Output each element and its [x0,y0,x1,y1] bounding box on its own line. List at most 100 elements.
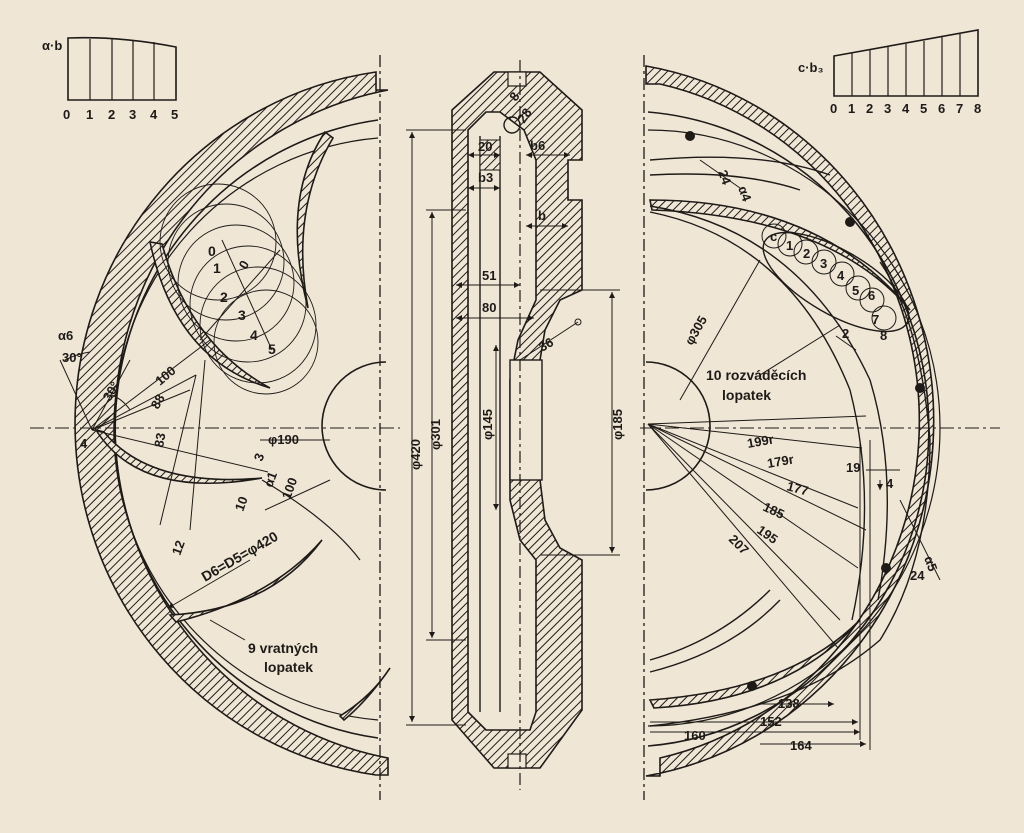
return-vanes-label-line1: 9 vratných [248,640,318,656]
dim-88: 88 [148,391,168,411]
dim-10: 10 [232,494,251,513]
return-vane [338,667,391,722]
diam-145: φ145 [480,409,495,440]
angle-alpha4: α4 [735,184,755,204]
left-casing [74,71,389,776]
left-scale-label: α·b [42,38,62,53]
bolt-icon [915,383,925,393]
dim-100b: 100 [279,476,301,502]
right-scale-tick: 7 [956,101,963,116]
dim-12: 12 [169,538,188,557]
vane-index: 2 [220,289,228,305]
dim-83: 83 [151,432,168,449]
section-view: 8 28 20 b6 b3 b 51 80 36 φ145 φ185 φ301 … [406,60,625,790]
dim-164: 164 [790,738,812,753]
dim-160: 160 [684,728,706,743]
dim-24: 24 [715,168,734,187]
right-view: c 1 2 3 4 5 6 7 8 [640,55,1000,800]
left-dimension-rays [59,339,331,609]
channel-number: 3 [820,256,827,271]
right-scale-tick: 0 [830,101,837,116]
left-scale-tick: 3 [129,107,136,122]
right-scale: c·b₃ 0 1 2 3 4 5 6 7 8 [798,29,981,116]
channel-number: 6 [868,288,875,303]
right-scale-label: c·b₃ [798,60,824,75]
left-view: 0 1 2 3 4 5 0 α6 30° 30° 100 88 [30,55,400,800]
channel-numbers: 1 2 3 4 5 6 7 8 [786,238,887,343]
dim-28: 28 [514,105,535,125]
right-scale-tick: 8 [974,101,981,116]
diam-185: φ185 [610,409,625,440]
right-dimension-rays [647,159,941,750]
right-scale-tick: 3 [884,101,891,116]
diam-305: φ305 [682,313,710,347]
channel-number: 8 [880,328,887,343]
diffuser-label-line1: 10 rozváděcích [706,367,806,383]
dim-199r: 199r [746,432,775,451]
return-vane [94,428,263,485]
channel-number: 5 [852,283,859,298]
section-dimensions [406,129,620,726]
channel-number: 1 [786,238,793,253]
marker-4: 4 [80,436,88,451]
vane-index: 1 [213,260,221,276]
bolt-icon [685,131,695,141]
vane-index: 0 [208,243,216,259]
angle-alpha5: α5 [921,554,940,573]
dim-207: 207 [726,532,752,558]
left-scale-ticks: 0 1 2 3 4 5 [63,107,178,122]
dim-b6: b6 [530,138,545,153]
right-scale-tick: 5 [920,101,927,116]
bolt-icon [845,217,855,227]
dim-36: 36 [536,334,556,354]
left-scale-tick: 5 [171,107,178,122]
channel-number: 4 [837,268,845,283]
left-scale-tick: 2 [108,107,115,122]
vane-index: 3 [238,307,246,323]
dim-2: 2 [842,326,849,341]
diam-301: φ301 [428,419,443,450]
vane-index: 5 [268,341,276,357]
bolt-icon [747,681,757,691]
right-scale-tick: 2 [866,101,873,116]
dim-24b: 24 [910,568,925,583]
left-scale: α·b 0 1 2 3 4 5 [42,36,178,122]
left-scale-tick: 1 [86,107,93,122]
diam-420: φ420 [408,439,423,470]
channel-number: 7 [872,312,879,327]
bolt-icons [685,131,925,691]
dim-179r: 179r [766,452,795,471]
marker-c: c [770,229,777,244]
angle-label: 0 [236,258,253,272]
return-vane [168,539,323,623]
channel-circles [761,223,897,331]
diam-190: φ190 [268,432,299,447]
left-scale-tick: 0 [63,107,70,122]
angle-alpha1: α1 [261,470,280,489]
return-vanes-label-line2: lopatek [264,659,313,675]
marker-3: 3 [251,451,268,463]
return-vane [296,130,335,309]
angle-30: 30° [62,350,82,365]
dim-185: 185 [761,499,787,522]
vane-index: 4 [250,327,258,343]
construction-circles [159,183,319,395]
left-scale-tick: 4 [150,107,158,122]
dim-b: b [538,208,546,223]
dim-195: 195 [754,522,780,547]
channel-number: 2 [803,246,810,261]
right-scale-tick: 4 [902,101,910,116]
right-scale-tick: 6 [938,101,945,116]
dim-51: 51 [482,268,496,283]
d-equation: D6=D5=φ420 [199,528,281,585]
dim-20: 20 [478,139,492,154]
right-scale-ticks: 0 1 2 3 4 5 6 7 8 [830,101,981,116]
dim-80: 80 [482,300,496,315]
diffuser-label-line2: lopatek [722,387,771,403]
dim-19: 19 [846,460,860,475]
angle-alpha6: α6 [58,328,73,343]
bolt-icon [881,563,891,573]
right-scale-tick: 1 [848,101,855,116]
dim-b3: b3 [478,170,493,185]
